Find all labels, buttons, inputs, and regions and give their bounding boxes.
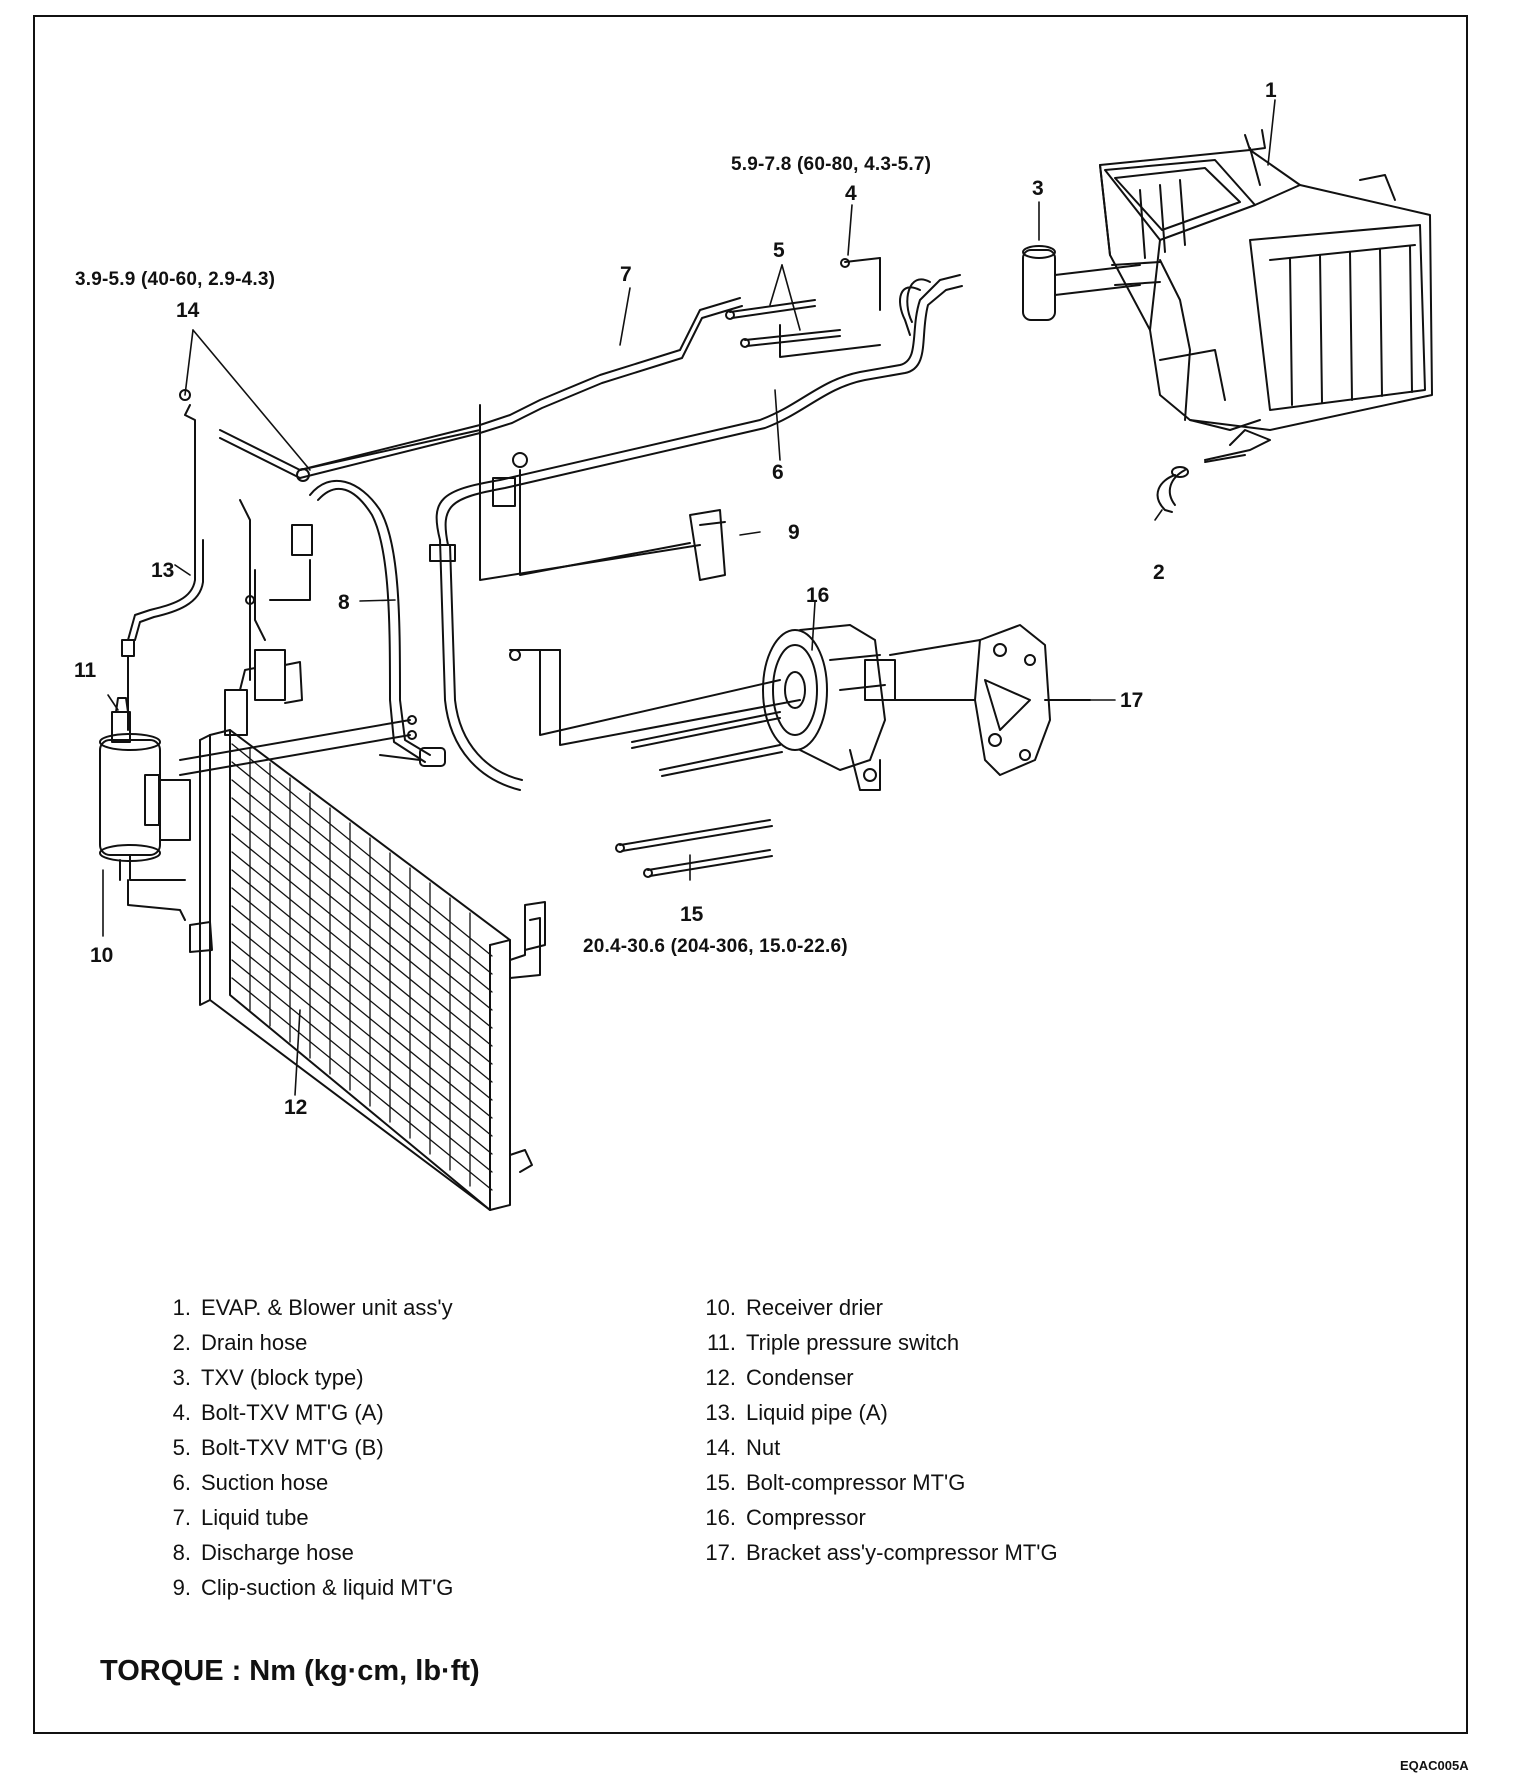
liquid-tube [219, 278, 931, 479]
callout-17: 17 [1120, 689, 1144, 712]
liquid-pipe-a [121, 389, 204, 731]
callout-8: 8 [338, 591, 350, 614]
figure-code: EQAC005A [1400, 1758, 1469, 1773]
evap-blower-unit [1099, 129, 1433, 431]
suction-hose [429, 274, 963, 791]
condenser [189, 649, 546, 1211]
legend-item: 15.Bolt-compressor MT'G [705, 1470, 966, 1495]
legend-item: 4.Bolt-TXV MT'G (A) [172, 1400, 384, 1425]
legend-item: 6.Suction hose [172, 1470, 329, 1495]
callout-15: 15 [680, 903, 704, 926]
torque-spec-nut: 3.9-5.9 (40-60, 2.9-4.3) [75, 269, 276, 290]
callout-7: 7 [620, 263, 632, 286]
callout-5: 5 [773, 239, 785, 262]
legend-item: 10.Receiver drier [705, 1295, 883, 1320]
torque-spec-compressor-bolt: 20.4-30.6 (204-306, 15.0-22.6) [583, 936, 848, 957]
legend-item: 11.Triple pressure switch [707, 1330, 960, 1355]
legend-item: 16.Compressor [705, 1505, 866, 1530]
legend-item: 2.Drain hose [172, 1330, 308, 1355]
legend-item: 13.Liquid pipe (A) [705, 1400, 888, 1425]
compressor-lines [509, 639, 981, 878]
legend-item: 1.EVAP. & Blower unit ass'y [172, 1295, 453, 1320]
torque-spec-txv-bolt: 5.9-7.8 (60-80, 4.3-5.7) [731, 154, 932, 175]
parts-legend-right: 10.Receiver drier 11.Triple pressure swi… [700, 1290, 1058, 1570]
txv-bolts [725, 257, 881, 358]
leader-lines [102, 99, 1276, 1096]
compressor-bracket [974, 624, 1091, 776]
diagram-frame [33, 15, 1468, 1734]
callout-6: 6 [772, 461, 784, 484]
callout-16: 16 [806, 584, 830, 607]
drain-hose [1156, 429, 1271, 513]
clip-suction-liquid [479, 424, 726, 581]
connecting-lines [129, 499, 417, 881]
legend-item: 14.Nut [705, 1435, 781, 1460]
legend-item: 17.Bracket ass'y-compressor MT'G [705, 1540, 1058, 1565]
compressor [762, 624, 896, 791]
parts-legend-left: 1.EVAP. & Blower unit ass'y 2.Drain hose… [155, 1290, 454, 1605]
callout-3: 3 [1032, 177, 1044, 200]
callout-13: 13 [151, 559, 175, 582]
torque-unit-note: TORQUE : Nm (kg·cm, lb·ft) [100, 1655, 480, 1687]
callout-9: 9 [788, 521, 800, 544]
callout-4: 4 [845, 182, 857, 205]
callout-2: 2 [1153, 561, 1165, 584]
receiver-drier [99, 697, 191, 921]
legend-item: 8.Discharge hose [172, 1540, 354, 1565]
txv-block [1022, 245, 1141, 321]
callout-1: 1 [1265, 79, 1277, 102]
callout-14: 14 [176, 299, 200, 322]
callout-10: 10 [90, 944, 114, 967]
callout-12: 12 [284, 1096, 308, 1119]
discharge-hose [269, 468, 446, 767]
legend-item: 3.TXV (block type) [172, 1365, 364, 1390]
legend-item: 9.Clip-suction & liquid MT'G [172, 1575, 454, 1600]
legend-item: 7.Liquid tube [172, 1505, 309, 1530]
legend-item: 12.Condenser [705, 1365, 854, 1390]
legend-item: 5.Bolt-TXV MT'G (B) [172, 1435, 384, 1460]
callout-11: 11 [74, 659, 97, 682]
